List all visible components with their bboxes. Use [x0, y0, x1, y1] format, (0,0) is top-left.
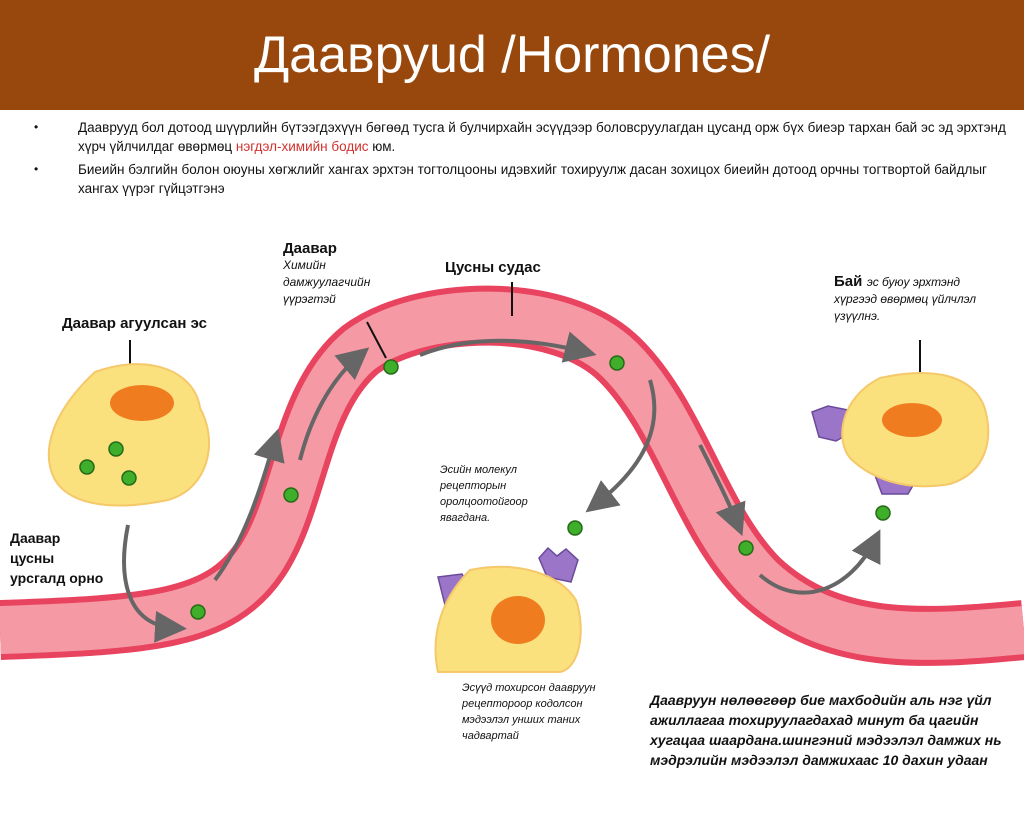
hormone-molecule — [121, 470, 137, 486]
hormone-molecule — [738, 540, 754, 556]
blood-vessel-label: Цусны судас — [445, 259, 541, 276]
source-cell-label: Даавар агуулсан эс — [62, 315, 207, 332]
nucleus — [110, 385, 174, 421]
bullet-item: • Дааврууд бол дотоод шүүрлийн бүтээгдэх… — [30, 118, 1010, 156]
slide-title: Даавруud /Hormones/ — [253, 26, 771, 84]
label-line: явагдана. — [440, 512, 491, 524]
hormone-molecule — [190, 604, 206, 620]
hormone-molecule — [79, 459, 95, 475]
bullet-text: Биеийн бэлгийн болон оюуны хөгжлийг ханг… — [78, 162, 987, 196]
pointer-line — [366, 321, 387, 359]
target-label-title: Бай — [834, 273, 863, 290]
timing-note: Даавруун нөлөөгөөр бие махбодийн аль нэг… — [650, 692, 1002, 768]
blood-vessel-inner — [0, 291, 1024, 660]
target-label-inline: эс буюу эрхтэнд — [866, 275, 961, 289]
target-label: Бай эс буюу эрхтэнд хүргээд өвөрмөц үйлч… — [834, 273, 1019, 325]
bullet-dot: • — [34, 120, 39, 134]
hormone-molecule — [283, 487, 299, 503]
label-line: чадвартай — [462, 730, 519, 742]
label-line: үзүүлнэ. — [834, 309, 881, 323]
nucleus — [882, 403, 942, 437]
bullet-item: • Биеийн бэлгийн болон оюуны хөгжлийг ха… — [30, 160, 1010, 198]
to-target-arrow — [585, 379, 657, 513]
flow-arrow — [698, 444, 746, 537]
flow-arrow — [298, 347, 370, 461]
enters-blood-label: Даавар цусны урсгалд орно — [10, 528, 103, 588]
flow-arrow — [419, 331, 597, 363]
highlighted-term: нэгдэл-химийн бодис — [235, 139, 369, 154]
hormone-label-title: Даавар — [283, 240, 337, 257]
bullet-list: • Дааврууд бол дотоод шүүрлийн бүтээгдэх… — [30, 118, 1010, 202]
cells-receptor-label: Эсүүд тохирсон даавруун рецептороор кодо… — [462, 680, 596, 744]
enter-blood-arrow — [122, 524, 187, 643]
label-line: дамжуулагчийн — [283, 275, 371, 289]
nucleus — [491, 596, 545, 644]
hormone-molecule — [383, 359, 399, 375]
label-line: Даавар — [10, 530, 61, 546]
bullet-text: Дааврууд бол дотоод шүүрлийн бүтээгдэхүү… — [78, 118, 1010, 156]
bullet-text-part: Дааврууд бол дотоод шүүрлийн бүтээгдэхүү… — [78, 120, 1006, 154]
bullet-dot: • — [34, 162, 39, 176]
label-line: үүрэгтэй — [283, 292, 336, 306]
to-target-arrow — [758, 529, 881, 595]
title-bar: Даавруud /Hormones/ — [0, 0, 1024, 110]
label-line: цусны — [10, 550, 55, 566]
label-line: оролцоотойгоор — [440, 496, 528, 508]
label-line: Химийн — [283, 258, 326, 272]
hormone-molecule — [609, 355, 625, 371]
hormone-molecule — [108, 441, 124, 457]
binding-label: Эсийн молекул рецепторын оролцоотойгоор … — [440, 462, 528, 526]
label-line: урсгалд орно — [10, 570, 104, 586]
label-line: рецепторын — [440, 480, 507, 492]
label-line: мэдээлэл унших таних — [462, 714, 581, 726]
label-line: рецептороор кодолсон — [462, 698, 583, 710]
hormone-molecule — [567, 520, 583, 536]
flow-arrow — [213, 428, 285, 582]
label-line: Эсийн молекул — [440, 464, 517, 476]
label-line: хүргээд өвөрмөц үйлчлэл — [834, 292, 977, 306]
hormone-label: Даавар Химийн дамжуулагчийн үүрэгтэй — [283, 240, 370, 308]
bullet-text-part: юм. — [368, 139, 396, 154]
label-line: Эсүүд тохирсон даавруун — [462, 682, 596, 694]
hormone-molecule — [875, 505, 891, 521]
